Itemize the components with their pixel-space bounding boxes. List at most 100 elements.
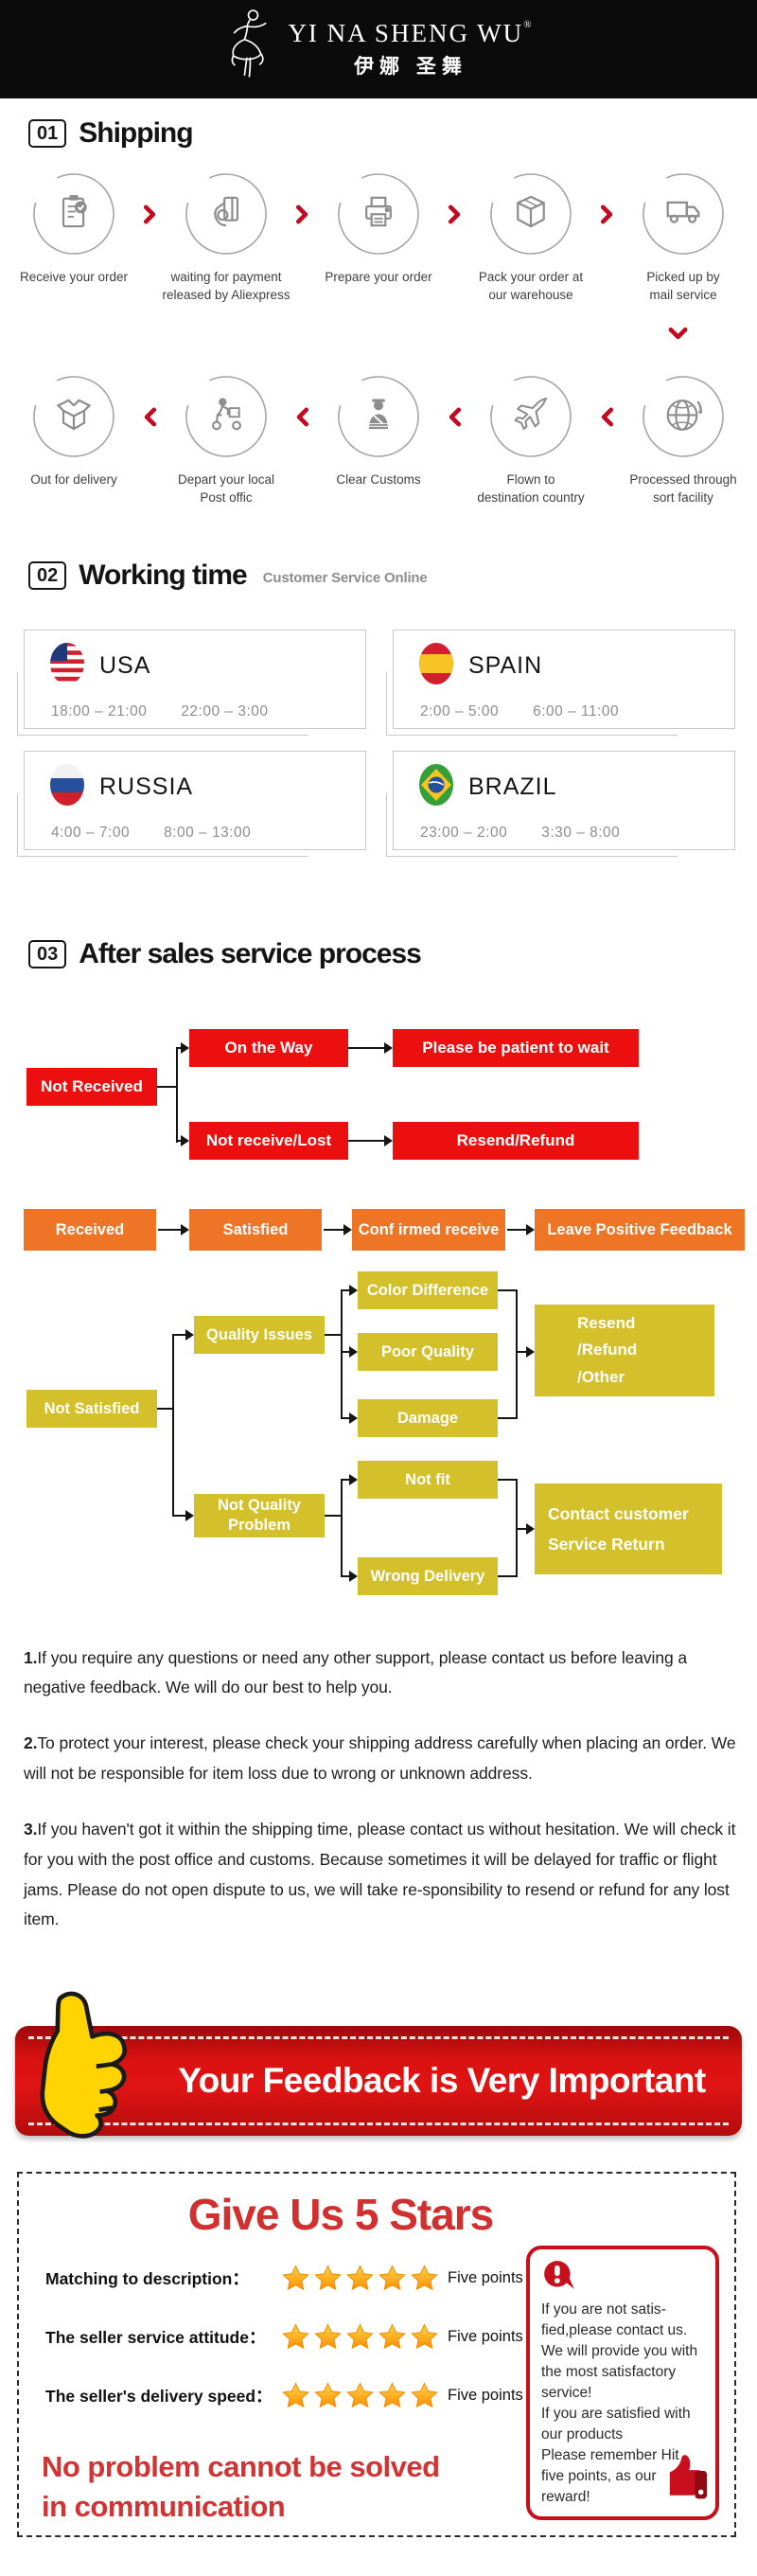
package-box-icon bbox=[510, 191, 552, 238]
flow-node-resend-refund-other: Resend /Refund /Other bbox=[535, 1305, 714, 1396]
shipping-step-label: Picked up by mail service bbox=[646, 270, 720, 302]
working-time-card-brazil: BRAZIL 23:00 – 2:00 3:30 – 8:00 bbox=[386, 751, 735, 857]
flow-arrowhead bbox=[185, 1510, 194, 1521]
flow-connector bbox=[348, 1140, 384, 1142]
note-paragraph: 3.If you haven't got it within the shipp… bbox=[24, 1815, 738, 1935]
flow-connector bbox=[176, 1140, 183, 1142]
spain-flag-icon bbox=[418, 642, 454, 690]
rating-points: Five points bbox=[448, 2327, 523, 2345]
flow-connector bbox=[341, 1479, 349, 1481]
star-icon bbox=[314, 2265, 342, 2292]
chevron-left-icon bbox=[292, 407, 312, 427]
flow-connector bbox=[498, 1289, 516, 1291]
flow-node-confirmed-receive: Conf irmed receive bbox=[352, 1209, 505, 1251]
note-text: To protect your interest, please check y… bbox=[24, 1733, 736, 1784]
flow-connector bbox=[507, 1229, 526, 1231]
customs-officer-icon bbox=[358, 394, 399, 440]
chevron-right-icon bbox=[292, 204, 312, 224]
chevron-right-icon bbox=[445, 204, 465, 224]
note-text: If you require any questions or need any… bbox=[24, 1647, 687, 1697]
star-rating bbox=[282, 2265, 438, 2292]
flow-arrowhead bbox=[343, 1224, 352, 1235]
flow-connector bbox=[325, 1334, 341, 1336]
flow-connector bbox=[157, 1408, 172, 1410]
star-icon bbox=[346, 2265, 374, 2292]
brand-name: YI NA SHENG WU® bbox=[288, 19, 534, 47]
star-icon bbox=[378, 2382, 406, 2409]
note-number: 2. bbox=[24, 1733, 38, 1753]
notice-text: If you are not satis- fied,please contac… bbox=[541, 2301, 698, 2505]
flow-arrowhead bbox=[349, 1571, 358, 1582]
section-title: After sales service process bbox=[79, 938, 422, 969]
star-rating bbox=[282, 2323, 438, 2351]
star-icon bbox=[282, 2323, 309, 2351]
flow-connector bbox=[498, 1575, 516, 1577]
printer-icon bbox=[358, 191, 399, 238]
russia-flag-icon bbox=[49, 763, 85, 811]
brand-block: YI NA SHENG WU® 伊娜 圣舞 bbox=[288, 19, 533, 80]
shipping-step: Processed through sort facility bbox=[617, 375, 749, 507]
shipping-row-2: Out for delivery Depart your local Post … bbox=[8, 375, 749, 507]
shipping-step-label: Receive your order bbox=[19, 270, 129, 284]
flow-arrowhead bbox=[349, 1474, 358, 1485]
flow-arrowhead bbox=[349, 1412, 358, 1424]
service-hours: 3:30 – 8:00 bbox=[541, 825, 621, 841]
section-after-sales-header: 03 After sales service process bbox=[28, 938, 422, 970]
service-hours: 2:00 – 5:00 bbox=[420, 703, 500, 720]
flow-arrowhead bbox=[349, 1346, 358, 1358]
star-rating bbox=[282, 2382, 438, 2409]
note-number: 3. bbox=[24, 1819, 38, 1839]
section-shipping-header: 01 Shipping bbox=[28, 117, 194, 150]
shipping-row-1: Receive your order waiting for payment r… bbox=[8, 172, 749, 305]
flow-connector bbox=[341, 1575, 349, 1577]
section-number: 03 bbox=[28, 940, 67, 968]
flow-connector bbox=[516, 1351, 526, 1353]
section-title: Working time bbox=[79, 560, 247, 591]
shipping-step-label: Out for delivery bbox=[30, 472, 117, 487]
star-icon bbox=[346, 2382, 374, 2409]
rating-label: Matching to description： bbox=[45, 2268, 249, 2288]
rating-label: The seller service attitude： bbox=[45, 2327, 266, 2347]
star-icon bbox=[314, 2382, 342, 2409]
thumbs-up-icon bbox=[8, 1974, 163, 2164]
flow-connector bbox=[341, 1351, 349, 1353]
flow-connector bbox=[348, 1047, 384, 1049]
flow-connector bbox=[176, 1047, 183, 1049]
header: YI NA SHENG WU® 伊娜 圣舞 bbox=[0, 0, 757, 98]
flow-connector bbox=[172, 1334, 174, 1517]
shipping-step: waiting for payment released by Aliexpre… bbox=[160, 172, 292, 305]
star-icon bbox=[411, 2323, 438, 2351]
shipping-step-label: Flown to destination country bbox=[477, 472, 585, 505]
brazil-flag-icon bbox=[418, 763, 454, 811]
chevron-down-icon bbox=[668, 326, 688, 346]
flow-node-color-difference: Color Difference bbox=[358, 1271, 498, 1309]
flow-node-not-satisfied: Not Satisfied bbox=[26, 1390, 157, 1428]
shipping-step: Clear Customs bbox=[312, 375, 445, 489]
chevron-left-icon bbox=[445, 407, 465, 427]
flow-arrowhead bbox=[526, 1224, 535, 1235]
flow-node-be-patient: Please be patient to wait bbox=[393, 1029, 639, 1067]
flow-node-not-quality-problem: Not Quality Problem bbox=[194, 1494, 325, 1537]
country-name: RUSSIA bbox=[99, 773, 194, 800]
flow-node-damage: Damage bbox=[358, 1399, 498, 1437]
star-icon bbox=[411, 2265, 438, 2292]
flow-arrowhead bbox=[384, 1042, 393, 1054]
flow-connector bbox=[516, 1528, 526, 1530]
flow-node-received: Received bbox=[24, 1209, 156, 1251]
service-hours: 8:00 – 13:00 bbox=[164, 825, 252, 841]
flow-connector bbox=[498, 1417, 516, 1419]
section-number: 01 bbox=[28, 119, 67, 148]
open-box-icon bbox=[53, 394, 95, 440]
section-subtitle: Customer Service Online bbox=[262, 570, 428, 586]
country-name: SPAIN bbox=[468, 652, 543, 679]
shipping-step: Pack your order at our warehouse bbox=[465, 172, 597, 305]
shipping-step-label: waiting for payment released by Aliexpre… bbox=[162, 270, 290, 302]
shipping-step: Flown to destination country bbox=[465, 375, 597, 507]
shipping-step-label: Processed through sort facility bbox=[629, 472, 737, 505]
flow-connector bbox=[341, 1289, 349, 1291]
flow-node-satisfied: Satisfied bbox=[189, 1209, 322, 1251]
usa-flag-icon bbox=[49, 642, 85, 690]
flow-connector bbox=[324, 1229, 343, 1231]
star-icon bbox=[411, 2382, 438, 2409]
flow-connector bbox=[341, 1289, 343, 1419]
